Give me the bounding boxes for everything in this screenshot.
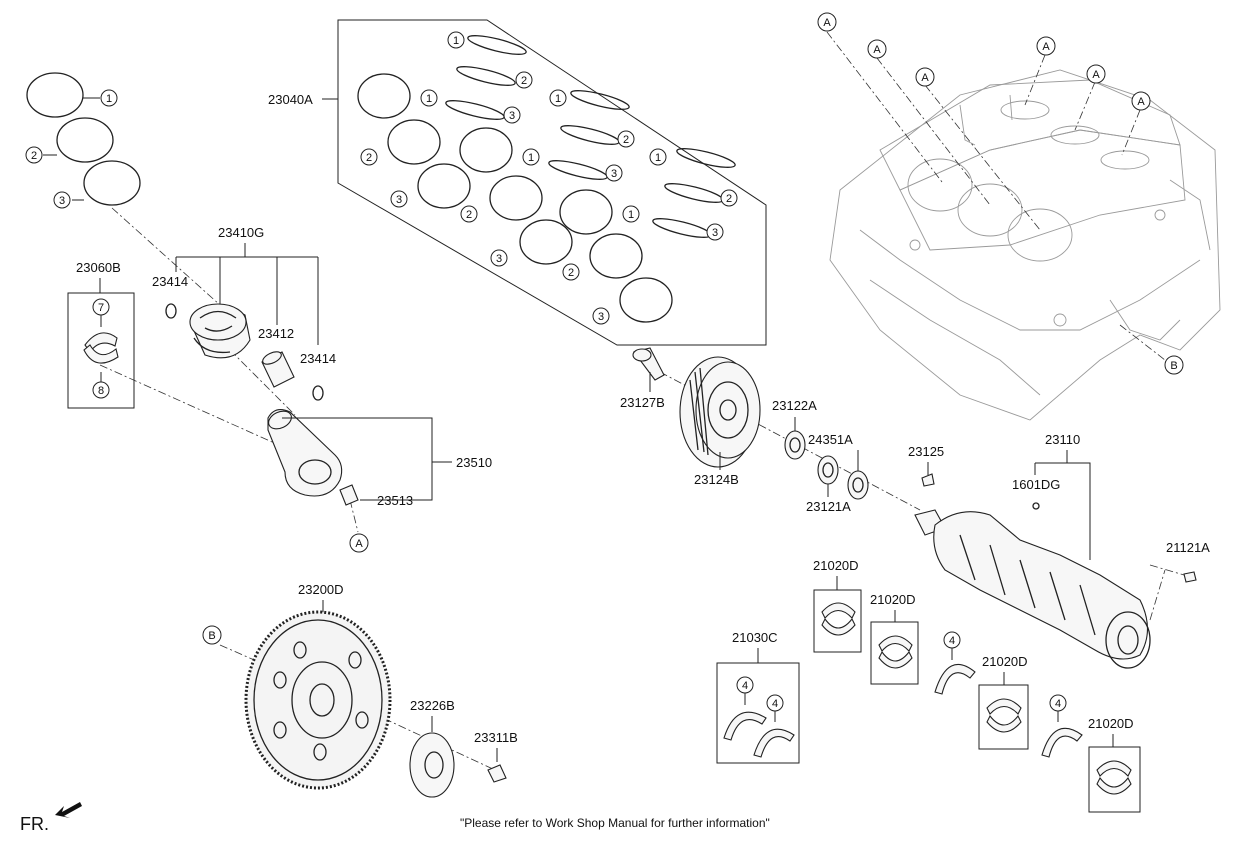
piston-group: 23410G 23414 23412 23414 (152, 225, 336, 401)
callout-A: A (823, 17, 831, 29)
callout-1: 1 (628, 209, 634, 221)
label-23226B: 23226B (410, 698, 455, 713)
front-arrow-icon (55, 802, 82, 818)
callout-2: 2 (568, 267, 574, 279)
callout-2: 2 (466, 209, 472, 221)
label-21121A: 21121A (1166, 540, 1210, 555)
callout-1: 1 (426, 93, 432, 105)
label-23414-left: 23414 (152, 274, 188, 289)
footer: FR. "Please refer to Work Shop Manual fo… (20, 802, 770, 834)
label-23311B: 23311B (474, 730, 518, 745)
label-23110: 23110 (1045, 432, 1080, 447)
label-23510: 23510 (456, 455, 492, 470)
callout-4: 4 (949, 635, 955, 647)
callout-3: 3 (396, 194, 402, 206)
callout-A: A (921, 72, 929, 84)
callout-2: 2 (623, 134, 629, 146)
label-23200D: 23200D (298, 582, 344, 597)
connecting-rod-group: 23510 23513 A (267, 409, 492, 553)
cylinder-block-illustration (829, 69, 1221, 421)
main-bearings-group: 21020D 21020D 21020D 21020D 4 4 (813, 558, 1141, 813)
damper-pulley-group: 23127B 23124B 23122A 24351A 23121A (620, 347, 869, 514)
label-23414-right: 23414 (300, 351, 336, 366)
callout-1: 1 (655, 152, 661, 164)
callout-4: 4 (1055, 698, 1061, 710)
label-23060B: 23060B (76, 260, 121, 275)
callout-3: 3 (611, 168, 617, 180)
callout-A: A (1042, 41, 1050, 53)
label-21020D-1: 21020D (813, 558, 859, 573)
label-23040A: 23040A (268, 92, 313, 107)
flywheel-group: 23200D B 23226B 23311B (202, 582, 518, 798)
thrust-washer-group: 21030C 4 4 (716, 630, 800, 764)
label-23122A: 23122A (772, 398, 817, 413)
piston-rings-left: 1 2 3 (25, 72, 141, 209)
crankshaft-group: 23125 23110 1601DG 21121A B (908, 355, 1210, 669)
label-21020D-2: 21020D (870, 592, 916, 607)
label-24351A: 24351A (808, 432, 853, 447)
callout-3: 3 (59, 195, 65, 207)
label-23412: 23412 (258, 326, 294, 341)
label-23513: 23513 (377, 493, 413, 508)
callout-3: 3 (712, 227, 718, 239)
callout-1: 1 (453, 35, 459, 47)
callout-8: 8 (98, 385, 104, 397)
label-23124B: 23124B (694, 472, 739, 487)
footer-note: "Please refer to Work Shop Manual for fu… (460, 816, 770, 830)
callout-3: 3 (509, 110, 515, 122)
callout-2: 2 (726, 193, 732, 205)
callout-1: 1 (528, 152, 534, 164)
callout-A: A (873, 44, 881, 56)
ring-set-group: 23040A 1 2 3 1 2 3 1 2 3 1 2 3 1 2 3 1 (268, 19, 767, 346)
callout-7: 7 (98, 302, 104, 314)
callout-B: B (1170, 360, 1177, 372)
label-23127B: 23127B (620, 395, 665, 410)
label-21020D-4: 21020D (1088, 716, 1134, 731)
callout-4: 4 (742, 680, 748, 692)
front-marker: FR. (20, 814, 49, 834)
callout-A: A (1092, 69, 1100, 81)
callout-4: 4 (772, 698, 778, 710)
callout-2: 2 (31, 150, 37, 162)
callout-B: B (208, 630, 215, 642)
callout-1: 1 (555, 93, 561, 105)
callout-A: A (355, 538, 363, 550)
callout-3: 3 (496, 253, 502, 265)
label-21030C: 21030C (732, 630, 778, 645)
callout-3: 3 (598, 311, 604, 323)
conrod-bearing-group: 23060B 7 8 (67, 260, 135, 409)
label-23125: 23125 (908, 444, 944, 459)
callout-2: 2 (521, 75, 527, 87)
callout-1: 1 (106, 93, 112, 105)
label-23410G: 23410G (218, 225, 264, 240)
label-21020D-3: 21020D (982, 654, 1028, 669)
label-1601DG: 1601DG (1012, 477, 1060, 492)
block-callouts: A A A A A A (817, 12, 1151, 111)
label-23121A: 23121A (806, 499, 851, 514)
callout-2: 2 (366, 152, 372, 164)
callout-A: A (1137, 96, 1145, 108)
